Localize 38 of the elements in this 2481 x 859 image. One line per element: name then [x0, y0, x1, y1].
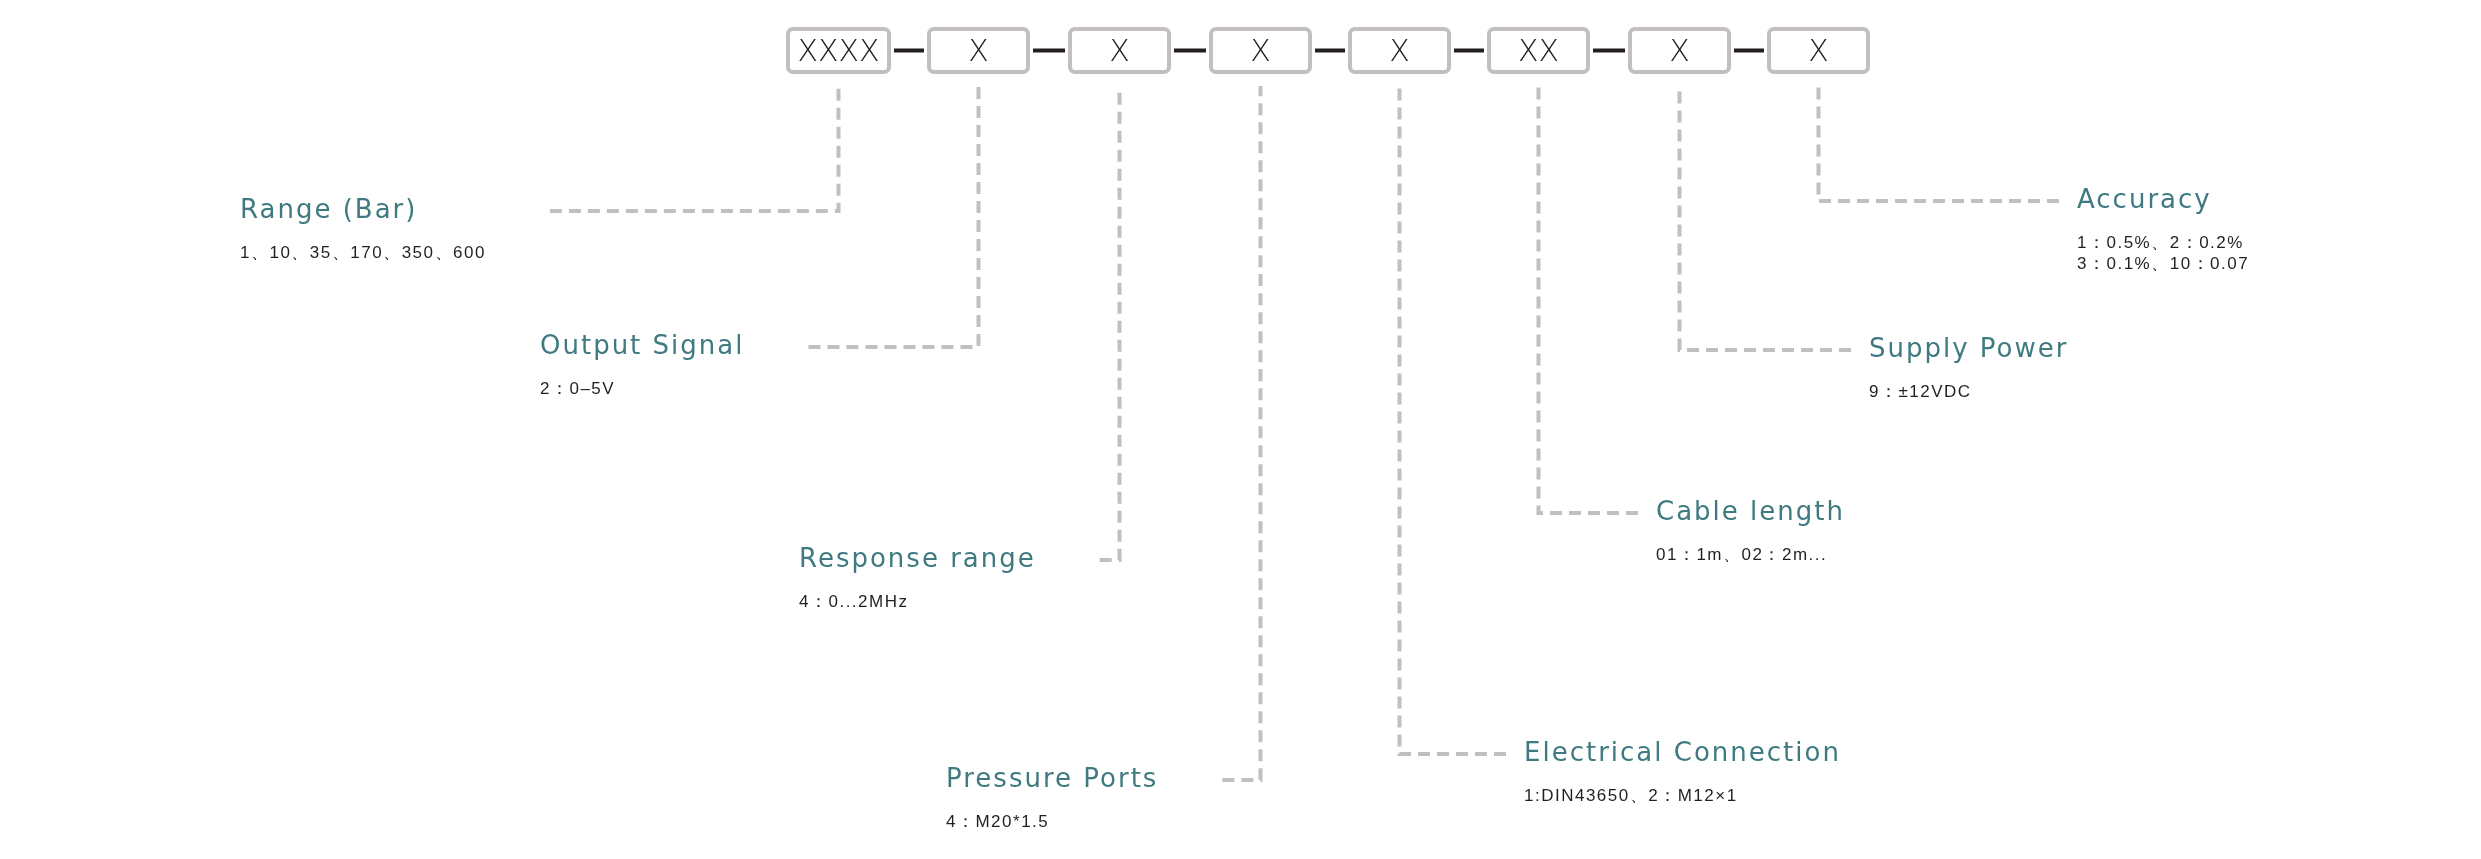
option-values: 1：0.5%、2：0.2%: [2077, 232, 2245, 253]
leader-line: [1536, 86, 1638, 515]
option-values: 1:DIN43650、2：M12×1: [1524, 785, 1739, 806]
connector-dash: [1593, 48, 1625, 53]
option-values: 4：0...2MHz: [799, 591, 910, 612]
option-values: 01：1m、02：2m...: [1656, 544, 1829, 565]
option-heading: Electrical Connection: [1524, 736, 1841, 769]
code-box: X: [1628, 27, 1731, 74]
option-heading: Response range: [799, 542, 1036, 575]
code-box: X: [927, 27, 1030, 74]
connector-dash: [1033, 48, 1065, 53]
connector-dash: [1315, 48, 1345, 53]
option-values: 9：±12VDC: [1869, 381, 1973, 402]
option-heading: Supply Power: [1869, 332, 2069, 365]
code-box: XXXX: [786, 27, 891, 74]
option-heading: Cable length: [1656, 495, 1845, 528]
connector-dash: [1734, 48, 1764, 53]
leader-line: [549, 86, 841, 213]
code-box: X: [1209, 27, 1312, 74]
option-heading: Accuracy: [2077, 183, 2213, 216]
option-heading: Pressure Ports: [946, 762, 1159, 795]
option-values: 3：0.1%、10：0.07: [2077, 253, 2250, 274]
leader-line: [1397, 86, 1506, 756]
code-box: X: [1767, 27, 1870, 74]
connector-dash: [1174, 48, 1206, 53]
option-heading: Output Signal: [540, 329, 745, 362]
connector-dash: [1454, 48, 1484, 53]
leader-line: [1222, 86, 1263, 782]
option-values: 1、10、35、170、350、600: [240, 242, 486, 263]
leader-line: [808, 86, 981, 349]
option-heading: Range (Bar): [240, 193, 419, 226]
leader-line: [1816, 86, 2059, 203]
code-box: X: [1348, 27, 1451, 74]
option-values: 2：0–5V: [540, 378, 617, 399]
option-values: 4：M20*1.5: [946, 811, 1051, 832]
code-box: XX: [1487, 27, 1590, 74]
connector-dash: [894, 48, 924, 53]
code-box: X: [1068, 27, 1171, 74]
